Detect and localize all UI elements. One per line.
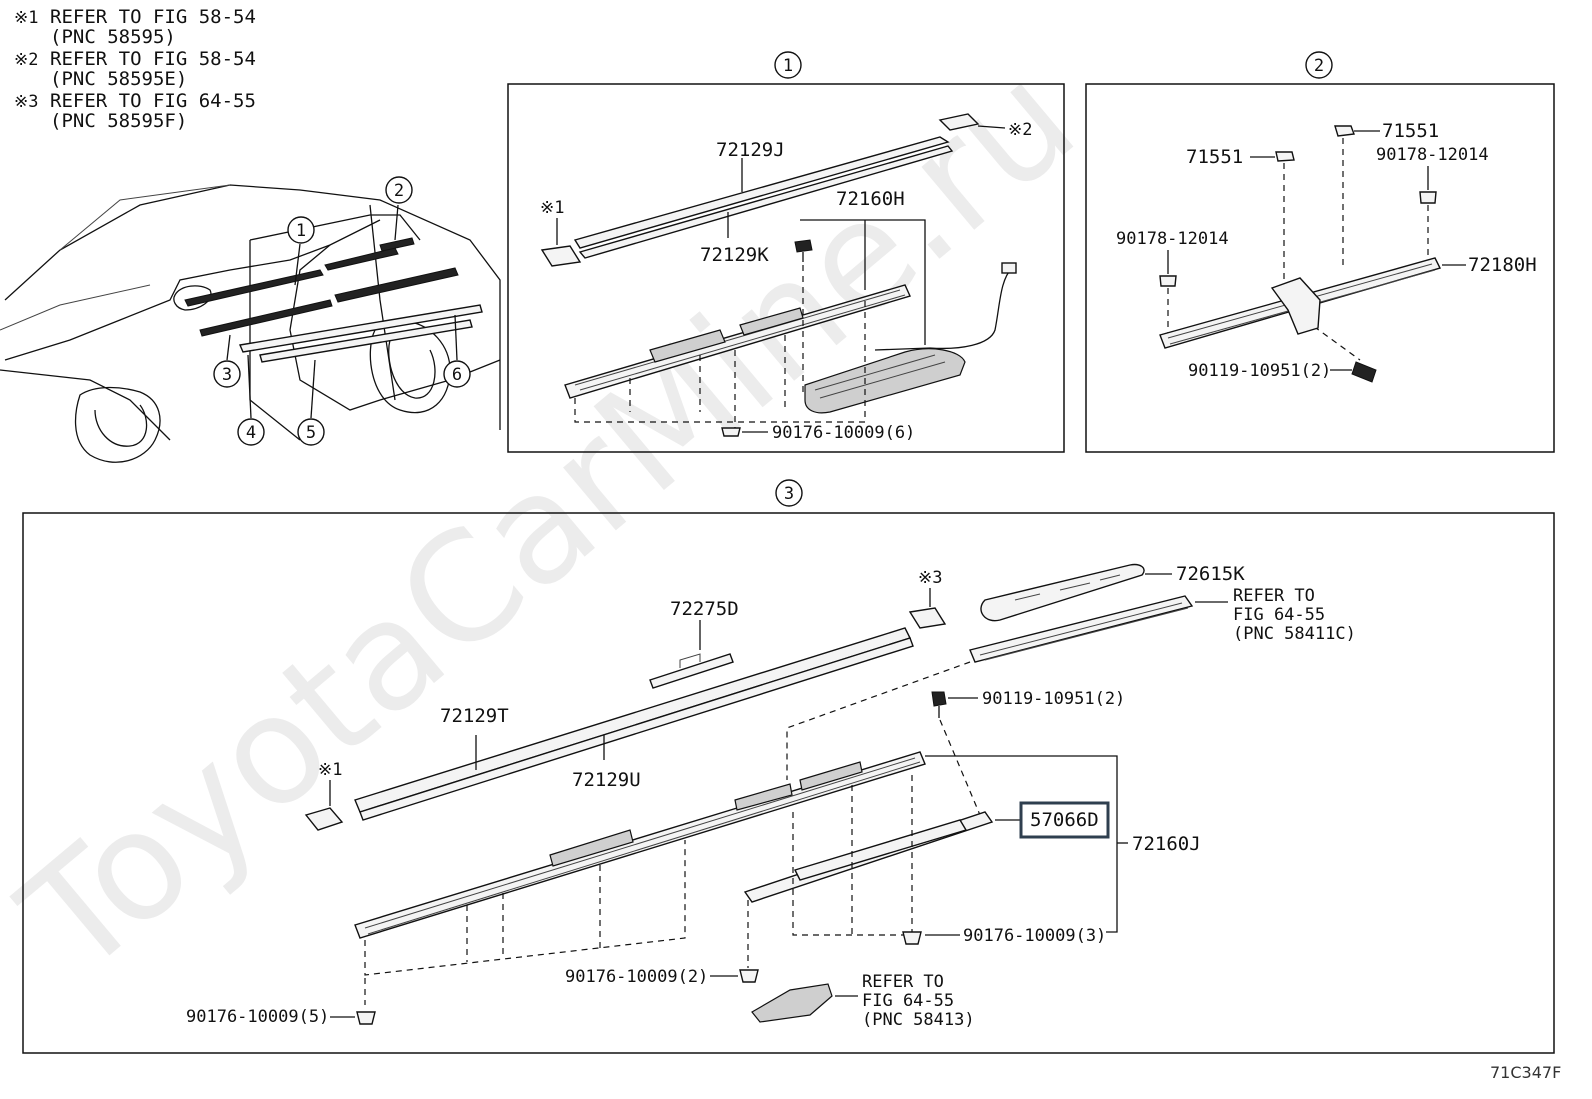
callout-2 [385,176,413,204]
label-90176-10009-2: 90176-10009(2) [565,967,708,987]
molding-72129J [573,136,950,249]
panel-3: 3 72615K REFER TO FIG 64-55 (PNC 58411C)… [22,479,1555,1054]
note-3-line1: REFER TO FIG 64-55 [50,90,256,112]
nut-71551-a [1275,151,1295,162]
molding-72129K [578,145,954,259]
note-2-line1: REFER TO FIG 58-54 [50,48,256,70]
lower-cover-58413 [751,983,833,1023]
panel-3-frame [22,512,1555,1054]
ref1-line3: (PNC 58411C) [1233,624,1356,644]
label-90176-10009-3: 90176-10009(3) [963,926,1106,946]
label-72160J: 72160J [1132,833,1201,855]
label-72129T: 72129T [440,705,509,727]
callout-4 [237,418,265,446]
callout-2-label: 2 [394,181,404,201]
vehicle-overview: 1 2 3 4 5 6 [0,176,501,463]
mark-ref3: ※3 [918,568,942,588]
scuff-plate-72615K [980,563,1145,622]
diagram-code: 71C347F [1490,1063,1561,1082]
clip-ref1-panel1 [540,245,582,267]
highlight-box-57066D [1019,801,1110,839]
panel-1: 1 72129J 72129K ※2 ※1 72160H [507,51,1065,453]
panel-1-frame [507,83,1065,453]
mark-ref1-panel3: ※1 [318,760,342,780]
note-1-line1: REFER TO FIG 58-54 [50,6,256,28]
label-72129U: 72129U [572,769,641,791]
notes-block: ※1 REFER TO FIG 58-54 (PNC 58595) ※2 REF… [14,6,256,132]
label-90176-10009-6: 90176-10009(6) [772,423,915,443]
note-3-line2: (PNC 58595F) [50,110,187,132]
bolt-90119-panel2 [1351,361,1377,383]
callout-1 [287,216,315,244]
step-pad [804,348,966,414]
callout-1-label: 1 [296,221,306,241]
callout-6 [443,360,471,388]
note-1-mark: ※1 [14,8,38,28]
label-72615K: 72615K [1176,563,1245,585]
callout-5-label: 5 [306,423,316,443]
note-3-mark: ※3 [14,92,38,112]
label-72275D: 72275D [670,598,739,620]
ref2-line1: REFER TO [862,972,944,992]
callout-6-label: 6 [452,365,462,385]
mark-ref2-panel1: ※2 [1008,120,1032,140]
clip-ref3 [908,607,947,629]
label-90176-10009-5: 90176-10009(5) [186,1007,329,1027]
clip-ref2 [938,113,980,131]
panel-2-frame [1085,83,1555,453]
panel-2: 2 71551 71551 90178-12014 90178-12014 72… [1085,51,1555,453]
bolt-90119-panel3 [931,691,947,707]
clip-90176-2 [739,969,759,983]
clip-90176-panel1 [721,427,741,437]
clip-90178-left [1159,275,1177,287]
ref1-line2: FIG 64-55 [1233,605,1325,625]
callout-3-label: 3 [222,365,232,385]
note-2-line2: (PNC 58595E) [50,68,187,90]
panel-1-header-label: 1 [783,56,793,76]
clip-90176-3 [902,931,922,945]
mark-ref1-panel1: ※1 [540,198,564,218]
label-90119-10951-2-panel3: 90119-10951(2) [982,689,1125,709]
label-90178-12014-left: 90178-12014 [1116,229,1229,249]
ref2-line3: (PNC 58413) [862,1010,975,1030]
note-1-line2: (PNC 58595) [50,26,176,48]
panel-3-header-label: 3 [784,484,794,504]
bracket-72275D [649,653,734,689]
ref1-line1: REFER TO [1233,586,1315,606]
ref2-line2: FIG 64-55 [862,991,954,1011]
panel-2-header [1305,51,1333,79]
label-90119-10951-2-panel2: 90119-10951(2) [1188,361,1331,381]
nut-71551-b [1334,125,1355,137]
label-72180H: 72180H [1468,254,1537,276]
label-90178-12014-right: 90178-12014 [1376,145,1489,165]
callout-4-label: 4 [246,423,256,443]
clip-90176-5 [356,1011,376,1025]
label-71551-b: 71551 [1382,120,1439,142]
label-72160H: 72160H [836,188,905,210]
panel-2-header-label: 2 [1314,56,1324,76]
note-2-mark: ※2 [14,50,38,70]
label-71551-a: 71551 [1186,146,1243,168]
label-72129J: 72129J [716,139,785,161]
clip-90178-right [1419,191,1437,204]
molding-72129U [359,637,914,821]
clip-ref1-panel3 [304,807,344,831]
callout-5 [297,418,325,446]
label-72129K: 72129K [700,244,769,266]
panel-1-header [774,51,802,79]
label-57066D: 57066D [1030,809,1099,831]
panel-3-header [775,479,803,507]
bracket-72180H [1270,277,1321,335]
callout-3 [213,360,241,388]
bracket-57066D [794,819,968,881]
